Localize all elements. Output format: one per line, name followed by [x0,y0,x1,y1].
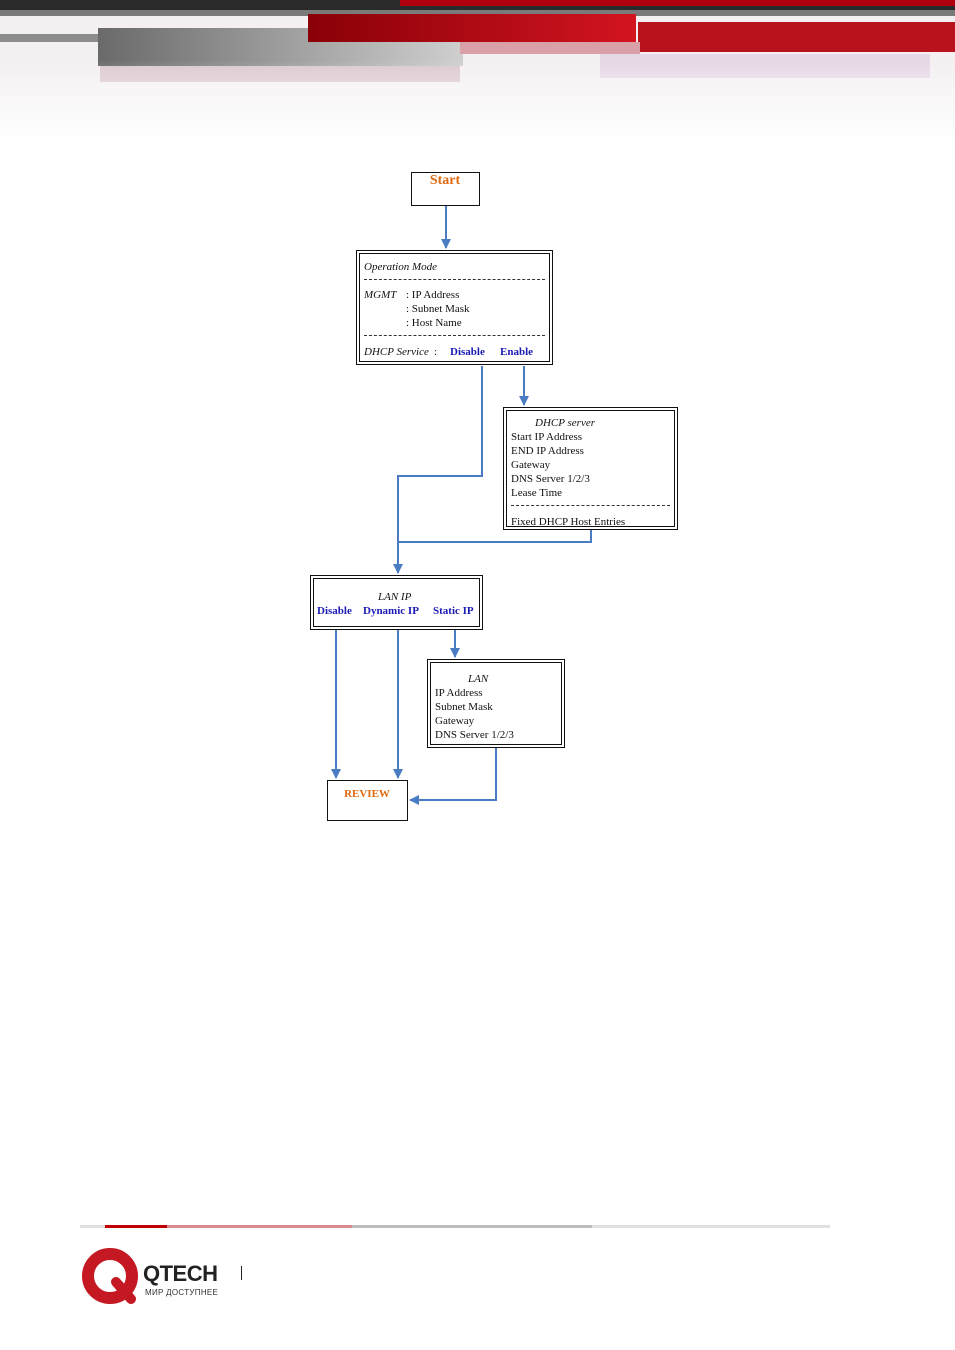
mgmt-label: MGMT [364,289,397,301]
operation-mode-title: Operation Mode [364,261,438,273]
divider [364,335,545,336]
brand-tagline: МИР ДОСТУПНЕЕ [145,1288,219,1297]
dhcp-fixed-host-entries: Fixed DHCP Host Entries [511,516,626,528]
dhcp-item: Lease Time [511,487,563,499]
lan-ip-option-dynamic: Dynamic IP [363,605,419,617]
dhcp-item: END IP Address [511,445,584,457]
review-node: REVIEW [327,780,408,821]
footer-separator [241,1266,242,1280]
dhcp-option-disable: Disable [450,346,485,358]
mgmt-host-name: : Host Name [406,317,462,329]
dhcp-server-node: DHCP server Start IP Address END IP Addr… [503,407,678,530]
lan-item: DNS Server 1/2/3 [435,729,514,741]
lan-ip-option-disable: Disable [317,605,352,617]
mgmt-subnet-mask: : Subnet Mask [406,303,470,315]
lan-item: Subnet Mask [435,701,493,713]
dhcp-service-label: DHCP Service [364,346,429,358]
lan-item: IP Address [435,687,483,699]
dhcp-item: Start IP Address [511,431,583,443]
brand-name: QTECH [143,1261,218,1286]
lan-ip-node: LAN IP Disable Dynamic IP Static IP [310,575,483,630]
review-label: REVIEW [344,788,390,800]
dhcp-item: Gateway [511,459,551,471]
dhcp-server-title: DHCP server [535,417,595,429]
mgmt-ip-address: : IP Address [406,289,460,301]
lan-ip-title: LAN IP [378,591,412,603]
start-label: Start [429,173,461,188]
divider [364,279,545,280]
lan-ip-option-static: Static IP [433,605,474,617]
lan-node: LAN IP Address Subnet Mask Gateway DNS S… [427,659,565,748]
lan-title: LAN [468,673,489,685]
operation-mode-node: Operation Mode MGMT : IP Address : Subne… [356,250,553,365]
header-banner [0,0,955,140]
dhcp-option-enable: Enable [500,346,534,358]
footer-rule [80,1225,830,1228]
qtech-logo-icon [82,1248,138,1304]
lan-item: Gateway [435,715,475,727]
divider [511,505,670,506]
start-node: Start [411,172,480,206]
dhcp-service-colon: : [434,346,438,358]
dhcp-item: DNS Server 1/2/3 [511,473,590,485]
